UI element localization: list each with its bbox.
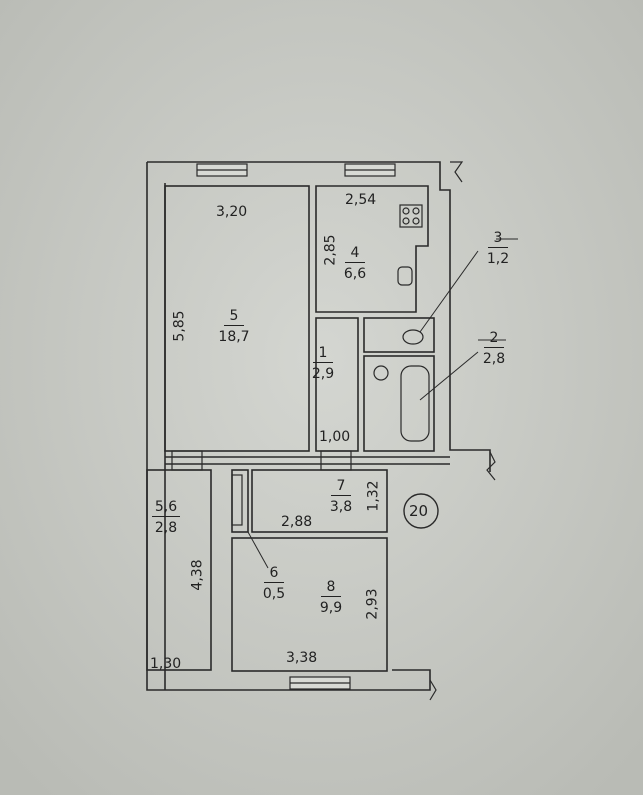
fixtures: [373, 204, 430, 442]
room-5-6-area: 2,8: [154, 520, 178, 536]
dim-3-38: 3,38: [286, 650, 318, 666]
leader-room-6: [247, 531, 269, 569]
dim-1-32: 1,32: [365, 480, 382, 512]
room-2-area: 2,8: [482, 351, 506, 367]
dim-1-00: 1,00: [319, 429, 351, 445]
wall-room-4: [315, 185, 429, 313]
room-3-area: 1,2: [486, 251, 510, 267]
door-room-1: [320, 450, 352, 471]
room-1-number: 1: [313, 346, 333, 363]
dim-2-93: 2,93: [364, 588, 381, 620]
room-8-number: 8: [321, 580, 341, 597]
washbasin-icon: [373, 365, 389, 381]
dim-4-38: 4,38: [189, 559, 206, 591]
room-1-area: 2,9: [311, 366, 335, 382]
room-6-number: 6: [264, 566, 284, 583]
dim-2-54: 2,54: [345, 192, 377, 208]
apartment-number: 20: [409, 502, 429, 520]
wall-room-3: [363, 317, 435, 353]
room-5-6-number: 5,6: [152, 500, 180, 517]
room-3-number: 3: [488, 231, 508, 248]
room-5-area: 18,7: [218, 329, 250, 345]
corridor-walls: [165, 456, 450, 465]
room-7-area: 3,8: [329, 499, 353, 515]
door-room-6: [231, 474, 243, 526]
room-2-number: 2: [484, 331, 504, 348]
break-marks: [429, 161, 496, 701]
bathtub-icon: [400, 365, 430, 442]
wall-room-5: [164, 185, 310, 452]
dim-1-30: 1,30: [150, 656, 182, 672]
outer-wall-north-east: [147, 161, 491, 472]
dim-5-85: 5,85: [171, 310, 188, 342]
dim-3-20: 3,20: [216, 204, 248, 220]
leader-room-2: [419, 351, 479, 401]
windows: [196, 163, 396, 690]
room-7-number: 7: [331, 479, 351, 496]
room-5-number: 5: [224, 309, 244, 326]
dim-2-85: 2,85: [322, 234, 339, 266]
room-6-area: 0,5: [262, 586, 286, 602]
door-room-5: [171, 450, 203, 471]
wall-room-7: [251, 469, 388, 533]
apartment-number-circle: [403, 493, 439, 529]
doors: [171, 450, 352, 526]
stove-icon: [399, 204, 423, 228]
toilet-icon: [402, 329, 424, 345]
wall-room-2: [363, 355, 435, 452]
leaders: [247, 238, 518, 569]
leader-room-3: [419, 250, 479, 333]
walls: [146, 161, 491, 691]
room-4-area: 6,6: [343, 266, 367, 282]
wall-room-8: [231, 537, 388, 672]
room-4-number: 4: [345, 246, 365, 263]
room-8-area: 9,9: [319, 600, 343, 616]
dim-2-88: 2,88: [281, 514, 313, 530]
sink-icon: [397, 266, 413, 286]
